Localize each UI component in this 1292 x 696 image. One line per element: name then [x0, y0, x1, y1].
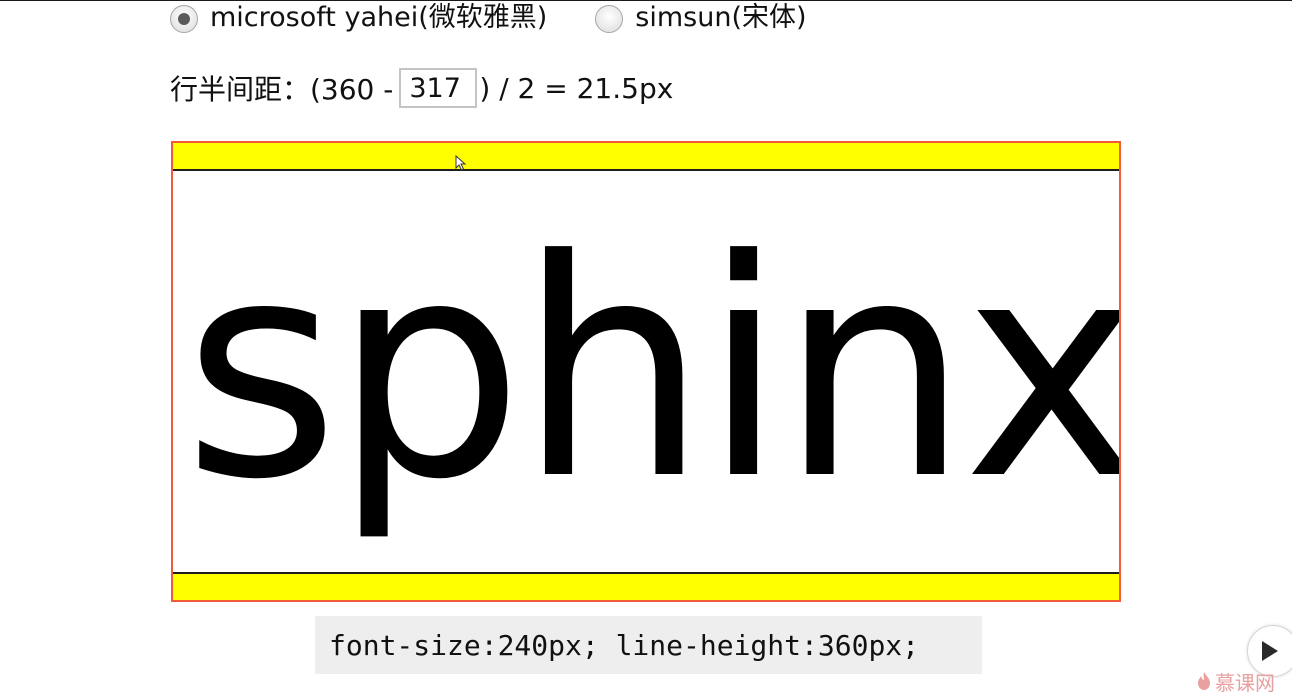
- flame-icon: [1198, 672, 1210, 690]
- radio-button-unselected[interactable]: [595, 5, 624, 33]
- font-radio-group: microsoft yahei(微软雅黑) simsun(宋体): [170, 0, 855, 34]
- half-leading-formula: 行半间距：(360 - ) / 2 = 21.5px: [170, 66, 673, 110]
- formula-prefix: 行半间距：(360 -: [170, 73, 394, 106]
- radio-label-simsun: simsun(宋体): [635, 1, 807, 33]
- mouse-cursor-icon: [455, 155, 467, 171]
- radio-label-yahei: microsoft yahei(微软雅黑): [210, 1, 548, 33]
- half-leading-top-band: [173, 143, 1119, 171]
- formula-suffix: ) / 2 = 21.5px: [479, 71, 674, 105]
- line-height-demo-box: sphinx: [171, 141, 1121, 602]
- watermark-text: 慕课网: [1215, 670, 1275, 695]
- radio-microsoft-yahei[interactable]: microsoft yahei(微软雅黑): [170, 1, 547, 34]
- play-button[interactable]: [1247, 625, 1292, 677]
- css-code-snippet: font-size:240px; line-height:360px;: [315, 616, 982, 674]
- radio-simsun[interactable]: simsun(宋体): [595, 1, 807, 34]
- sample-text: sphinx: [183, 196, 1121, 545]
- watermark: 慕课网: [1196, 668, 1275, 695]
- top-divider: [0, 0, 1292, 1]
- radio-button-selected[interactable]: [170, 5, 198, 33]
- content-height-input[interactable]: [399, 68, 478, 108]
- radio-dot: [178, 13, 190, 25]
- play-icon: [1262, 641, 1278, 661]
- half-leading-bottom-band: [173, 572, 1119, 600]
